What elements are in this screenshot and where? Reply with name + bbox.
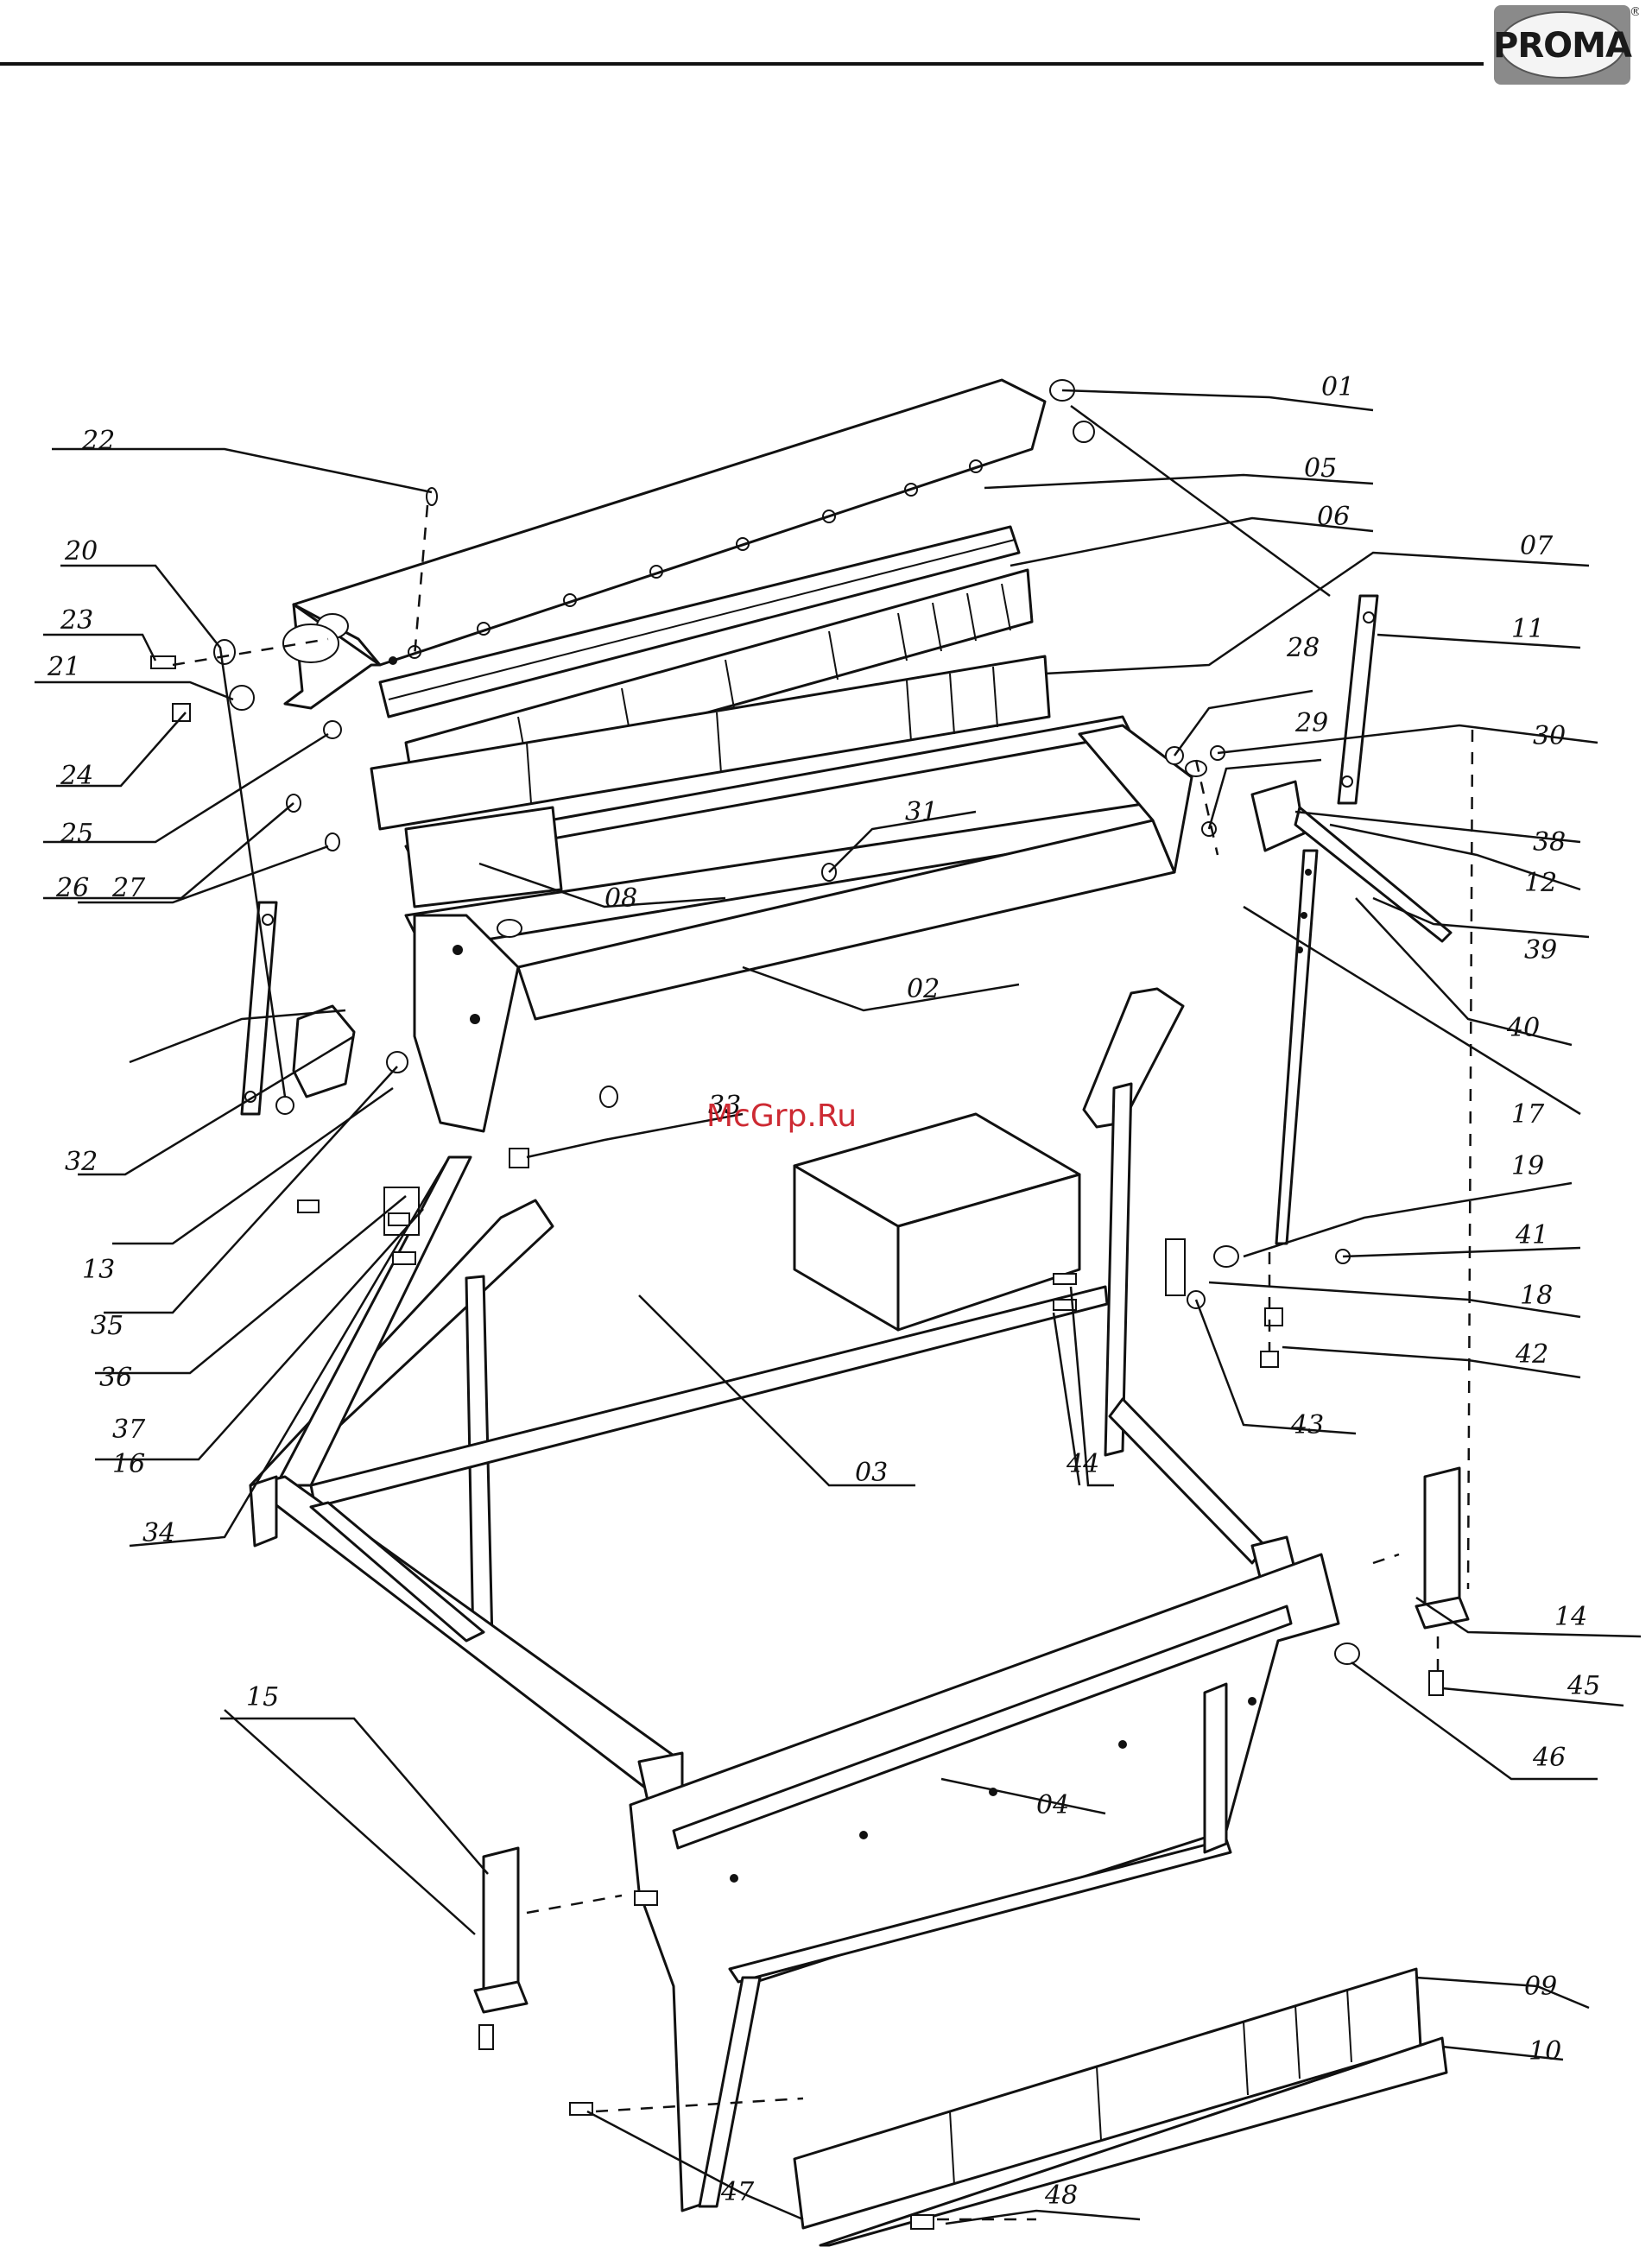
callout-label: 22 [81, 426, 115, 456]
callout-label: 15 [246, 1682, 279, 1712]
callout-label: 04 [1036, 1790, 1069, 1820]
callout-label: 26 [55, 873, 89, 903]
callout-label: 13 [82, 1255, 115, 1285]
callout-label: 27 [111, 873, 146, 903]
callout-label: 24 [60, 761, 93, 791]
callout-label: 46 [1532, 1743, 1566, 1773]
callout-label: 31 [905, 797, 938, 827]
callout-label: 08 [604, 883, 637, 914]
crank-arm [1252, 782, 1451, 941]
callout-label: 38 [1533, 827, 1566, 858]
connecting-rod [1276, 851, 1317, 1244]
callout-label: 19 [1511, 1151, 1544, 1181]
callout-label: 23 [60, 605, 93, 636]
foot-bracket-left [475, 1848, 527, 2012]
callout-label: 47 [720, 2177, 755, 2207]
callout-label: 44 [1066, 1449, 1099, 1479]
callout-label: 39 [1524, 935, 1557, 965]
callout-label: 09 [1524, 1972, 1557, 2002]
callout-label: 42 [1515, 1339, 1548, 1370]
callout-label: 11 [1511, 614, 1544, 644]
callout-label: 28 [1286, 633, 1320, 663]
motor-box [794, 1114, 1079, 1330]
callout-label: 01 [1321, 372, 1354, 402]
callout-label: 29 [1294, 708, 1328, 738]
callout-label: 20 [64, 536, 98, 566]
callout-label: 21 [47, 652, 80, 682]
callout-label: 16 [112, 1449, 145, 1479]
callout-label: 40 [1506, 1013, 1540, 1043]
watermark-text: McGrp.Ru [706, 1098, 857, 1134]
callout-label: 48 [1044, 2181, 1078, 2211]
callout-label: 45 [1567, 1671, 1600, 1701]
callout-label: 36 [99, 1363, 132, 1393]
link-bar-right [1339, 596, 1377, 803]
callout-label: 43 [1290, 1410, 1324, 1440]
callout-label: 07 [1520, 531, 1554, 561]
callout-label: 18 [1520, 1281, 1553, 1311]
upper-beam [285, 380, 1045, 708]
callout-label: 02 [907, 974, 940, 1004]
callout-label: 14 [1554, 1602, 1587, 1632]
callout-label: 34 [142, 1518, 175, 1548]
callout-label: 32 [65, 1147, 98, 1177]
callout-label: 35 [91, 1311, 123, 1341]
bearing-block-left [294, 1006, 354, 1097]
callout-label: 06 [1317, 502, 1350, 532]
callout-label: 12 [1524, 868, 1557, 898]
callout-label: 37 [112, 1415, 146, 1445]
callout-label: 41 [1515, 1220, 1548, 1250]
callout-label: 25 [60, 819, 93, 849]
callout-label: 17 [1511, 1099, 1545, 1130]
callout-label: 05 [1304, 453, 1337, 484]
callout-label: 30 [1533, 721, 1566, 751]
callout-label: 10 [1529, 2036, 1561, 2067]
callout-label: 03 [855, 1458, 888, 1488]
